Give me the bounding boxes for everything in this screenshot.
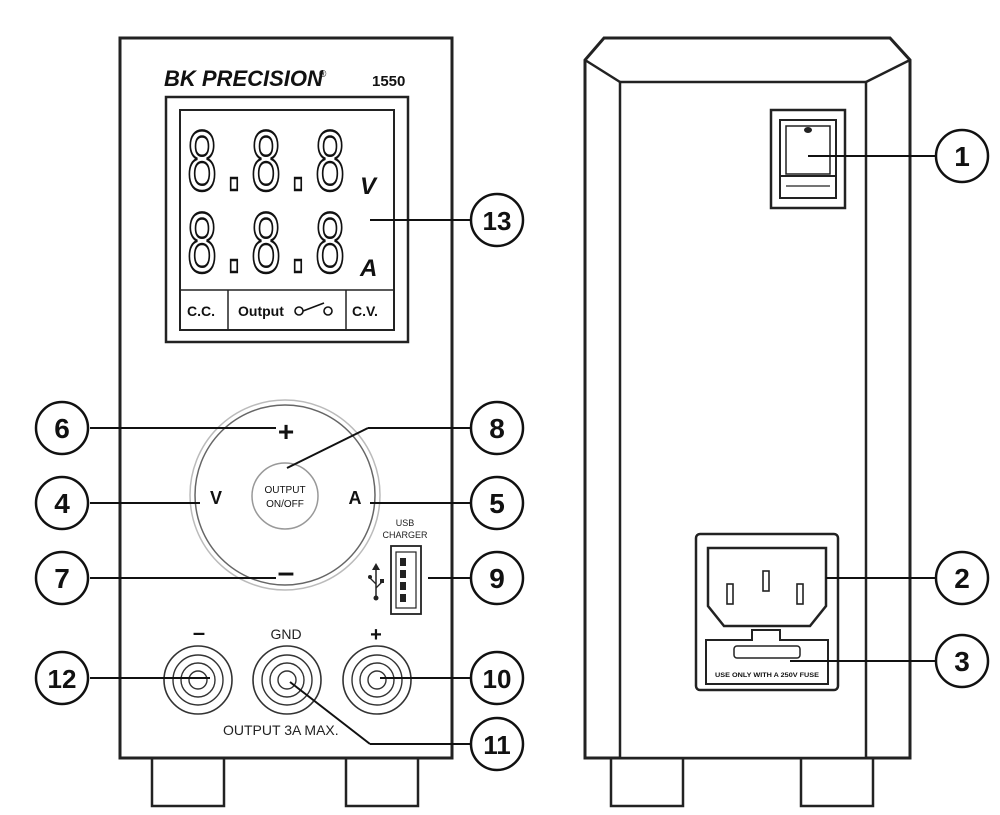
- callout-7-label: 7: [54, 563, 70, 594]
- callout-7: 7: [34, 550, 90, 606]
- front-panel: BK PRECISION ® 1550 8.8.8 V 8.8.8 A C.C.…: [118, 36, 454, 808]
- output-rating-label: OUTPUT 3A MAX.: [223, 722, 339, 738]
- callout-6-label: 6: [54, 413, 70, 444]
- callout-13: 13: [469, 192, 525, 248]
- callout-9-label: 9: [489, 563, 505, 594]
- negative-terminal-label: –: [193, 620, 205, 645]
- leader-lines: [90, 155, 935, 745]
- callout-5-label: 5: [489, 488, 505, 519]
- voltage-unit: V: [360, 173, 378, 200]
- control-dial[interactable]: + – V A OUTPUT ON/OFF: [189, 399, 381, 591]
- positive-terminal[interactable]: [342, 645, 412, 715]
- lcd-display: 8.8.8 V 8.8.8 A C.C. Output C.V.: [164, 95, 410, 344]
- callout-9: 9: [469, 550, 525, 606]
- rear-foot-left: [609, 756, 685, 808]
- callout-8-label: 8: [489, 413, 505, 444]
- callout-5: 5: [469, 475, 525, 531]
- current-readout: 8.8.8: [186, 198, 346, 291]
- callout-11: 11: [469, 716, 525, 772]
- output-button-line1: OUTPUT: [264, 485, 305, 496]
- usb-label-line2: CHARGER: [382, 530, 428, 540]
- cc-indicator: C.C.: [187, 303, 215, 319]
- current-select-label: A: [349, 488, 362, 508]
- negative-terminal[interactable]: [163, 645, 233, 715]
- usb-charger-port[interactable]: USB CHARGER: [368, 518, 428, 615]
- usb-icon: [368, 563, 384, 601]
- front-foot-left: [150, 756, 226, 808]
- callout-12-label: 12: [48, 664, 77, 694]
- callout-10-label: 10: [483, 664, 512, 694]
- callout-4-label: 4: [54, 488, 70, 519]
- switch-icon: [294, 302, 333, 316]
- callout-13-label: 13: [483, 206, 512, 236]
- callout-8: 8: [469, 400, 525, 456]
- callout-2-label: 2: [954, 563, 970, 594]
- model-number: 1550: [372, 73, 405, 90]
- power-switch[interactable]: [769, 108, 847, 210]
- rear-panel: USE ONLY WITH A 250V FUSE: [583, 36, 912, 808]
- fuse-label: USE ONLY WITH A 250V FUSE: [715, 673, 819, 679]
- cv-indicator: C.V.: [352, 303, 378, 319]
- voltage-readout: 8.8.8: [186, 116, 346, 209]
- brand-logo: BK PRECISION: [164, 66, 324, 91]
- callout-10: 10: [469, 650, 525, 706]
- output-button-line2: ON/OFF: [266, 499, 304, 510]
- output-on-off-button[interactable]: OUTPUT ON/OFF: [251, 462, 319, 530]
- gnd-terminal-label: GND: [270, 626, 301, 642]
- callout-1-label: 1: [954, 141, 970, 172]
- usb-label-line1: USB: [396, 518, 415, 528]
- voltage-select-label: V: [210, 488, 222, 508]
- callout-4: 4: [34, 475, 90, 531]
- callout-11-label: 11: [483, 730, 511, 760]
- rear-foot-right: [799, 756, 875, 808]
- gnd-terminal[interactable]: [252, 645, 322, 715]
- callout-3-label: 3: [954, 646, 970, 677]
- registered-mark: ®: [319, 69, 327, 80]
- callout-1: 1: [934, 128, 990, 184]
- voltage-increase-label: +: [278, 416, 294, 447]
- callouts: 1 2 3 4 5 6 7 8 9 10 11 12 13: [34, 128, 990, 772]
- callout-6: 6: [34, 400, 90, 456]
- voltage-decrease-label: –: [278, 556, 295, 589]
- positive-terminal-label: +: [370, 624, 382, 646]
- output-indicator: Output: [238, 303, 284, 319]
- front-foot-right: [344, 756, 420, 808]
- current-unit: A: [359, 255, 377, 282]
- callout-2: 2: [934, 550, 990, 606]
- callout-12: 12: [34, 650, 90, 706]
- callout-3: 3: [934, 633, 990, 689]
- fuse-holder[interactable]: USE ONLY WITH A 250V FUSE: [705, 629, 829, 685]
